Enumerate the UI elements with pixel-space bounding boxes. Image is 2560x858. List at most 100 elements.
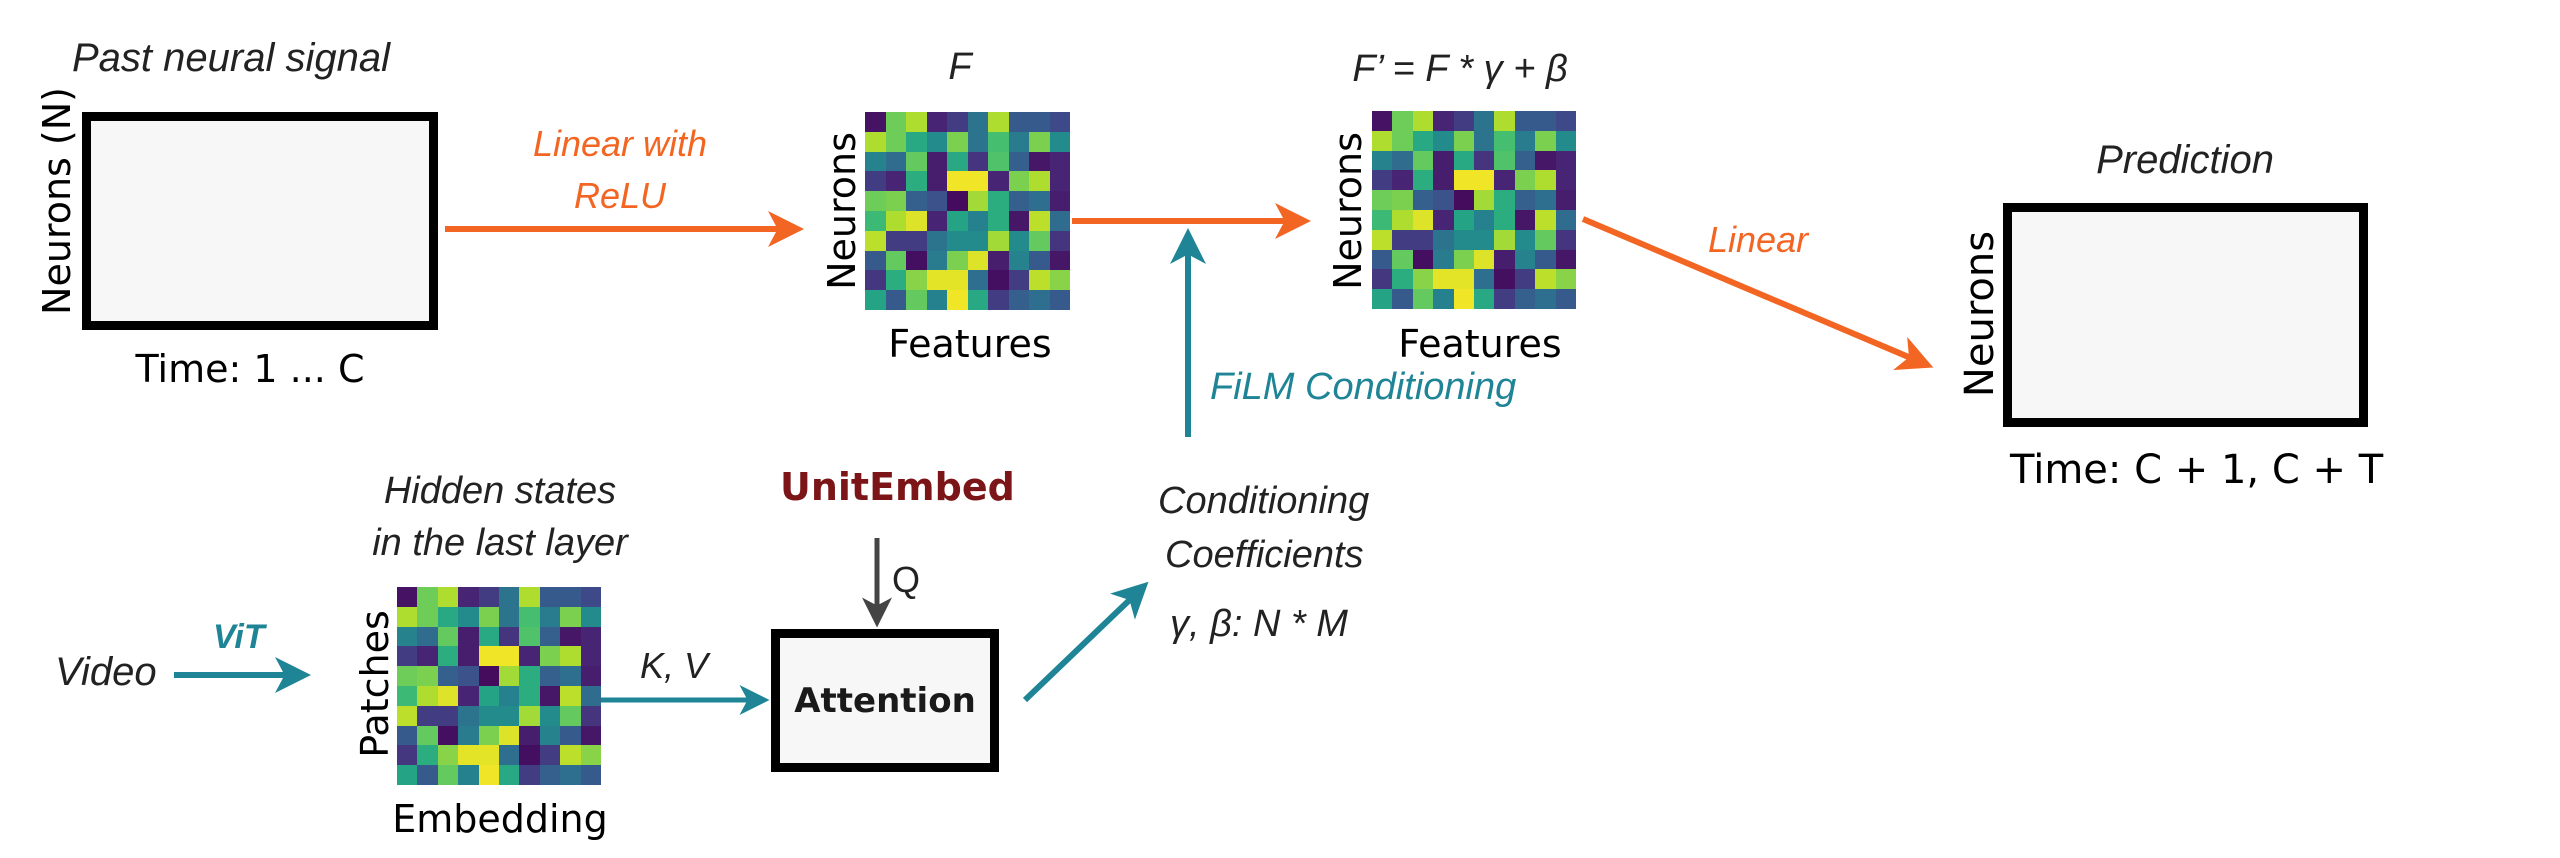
heatmap-cell xyxy=(1412,269,1434,290)
heatmap-cell xyxy=(560,646,581,667)
heatmap-cell xyxy=(1453,111,1474,131)
heatmap-cell xyxy=(967,250,988,271)
heatmap-cell xyxy=(1555,289,1576,309)
heatmap-cell xyxy=(1453,209,1474,230)
heatmap-cell xyxy=(1514,150,1536,171)
heatmap-cell xyxy=(1029,270,1050,291)
heatmap-cell xyxy=(865,171,886,192)
heatmap-cell xyxy=(967,112,988,132)
heatmap-cell xyxy=(458,626,479,647)
heatmap-cell xyxy=(906,210,927,231)
heatmap-cell xyxy=(906,112,927,132)
heatmap-cell xyxy=(1392,190,1413,210)
heatmap-cell xyxy=(1514,130,1536,151)
heatmap-cell xyxy=(885,250,906,271)
heatmap-cell xyxy=(437,626,459,647)
heatmap-cell xyxy=(458,646,479,667)
heatmap-cell xyxy=(1514,269,1536,290)
heatmap-cell xyxy=(478,705,499,726)
heatmap-cell xyxy=(1412,111,1434,131)
heatmap-cell xyxy=(1535,249,1556,270)
heatmap-cell xyxy=(397,705,418,726)
heatmap-cell xyxy=(1029,171,1050,192)
heatmap-cell xyxy=(1412,150,1434,171)
heatmap-cell xyxy=(1514,111,1536,131)
hidden-states-title-2: in the last layer xyxy=(372,522,628,564)
heatmap-cell xyxy=(397,725,418,746)
heatmap-cell xyxy=(1433,111,1454,131)
heatmap-cell xyxy=(519,626,540,647)
hidden-states-title-1: Hidden states xyxy=(383,470,617,512)
heatmap-cell xyxy=(1049,270,1070,291)
heatmap-cell xyxy=(1535,229,1556,250)
heatmap-cell xyxy=(478,606,499,627)
feature-map-f-prime-heatmap xyxy=(1372,111,1576,309)
heatmap-cell xyxy=(539,705,561,726)
heatmap-cell xyxy=(1372,209,1393,230)
prediction-ylabel: Neurons xyxy=(1957,230,2003,398)
heatmap-cell xyxy=(560,765,581,785)
heatmap-cell xyxy=(926,230,947,251)
heatmap-cell xyxy=(417,705,438,726)
heatmap-cell xyxy=(885,151,906,172)
heatmap-cell xyxy=(1453,190,1474,210)
past-signal-ylabel: Neurons (N) xyxy=(35,87,79,315)
heatmap-cell xyxy=(437,685,459,706)
arrow-attention-to-conditioning xyxy=(1022,581,1149,703)
heatmap-cell xyxy=(1372,249,1393,270)
heatmap-cell xyxy=(1453,130,1474,151)
heatmap-cell xyxy=(1029,151,1050,172)
heatmap-cell xyxy=(498,626,520,647)
heatmap-cell xyxy=(1392,111,1413,131)
heatmap-cell xyxy=(906,270,927,291)
heatmap-cell xyxy=(1433,150,1454,171)
heatmap-cell xyxy=(1392,229,1413,250)
heatmap-cell xyxy=(397,765,418,785)
heatmap-cell xyxy=(1535,289,1556,309)
feature-map-f-xlabel: Features xyxy=(888,322,1052,366)
heatmap-cell xyxy=(437,705,459,726)
heatmap-cell xyxy=(1433,289,1454,309)
heatmap-cell xyxy=(1392,269,1413,290)
heatmap-cell xyxy=(1535,130,1556,151)
heatmap-cell xyxy=(539,725,561,746)
heatmap-cell xyxy=(988,210,1009,231)
heatmap-cell xyxy=(1473,150,1495,171)
heatmap-cell xyxy=(1372,229,1393,250)
heatmap-cell xyxy=(1008,210,1029,231)
heatmap-cell xyxy=(519,725,540,746)
heatmap-cell xyxy=(885,230,906,251)
past-signal-xlabel: Time: 1 ... C xyxy=(135,347,365,391)
heatmap-cell xyxy=(1473,229,1495,250)
feature-map-f-title: F xyxy=(948,46,972,88)
conditioning-line-3: γ, β: N * M xyxy=(1170,603,1348,645)
heatmap-cell xyxy=(498,765,520,785)
heatmap-cell xyxy=(580,745,601,766)
video-label: Video xyxy=(55,650,157,694)
heatmap-cell xyxy=(417,646,438,667)
heatmap-cell xyxy=(1453,249,1474,270)
heatmap-cell xyxy=(1514,190,1536,210)
heatmap-cell xyxy=(1049,171,1070,192)
heatmap-cell xyxy=(437,725,459,746)
heatmap-cell xyxy=(1029,210,1050,231)
heatmap-cell xyxy=(1433,229,1454,250)
heatmap-cell xyxy=(458,725,479,746)
heatmap-cell xyxy=(885,270,906,291)
heatmap-cell xyxy=(1008,151,1029,172)
heatmap-cell xyxy=(1555,150,1576,171)
heatmap-cell xyxy=(967,151,988,172)
heatmap-cell xyxy=(1494,150,1515,171)
heatmap-cell xyxy=(519,765,540,785)
arrow-linear xyxy=(1581,216,1934,371)
heatmap-cell xyxy=(539,646,561,667)
heatmap-cell xyxy=(1514,209,1536,230)
heatmap-cell xyxy=(1008,191,1029,211)
heatmap-cell xyxy=(1412,289,1434,309)
linear-label: Linear xyxy=(1708,219,1809,260)
heatmap-cell xyxy=(1453,289,1474,309)
heatmap-cell xyxy=(1535,209,1556,230)
heatmap-cell xyxy=(498,646,520,667)
heatmap-cell xyxy=(1372,111,1393,131)
